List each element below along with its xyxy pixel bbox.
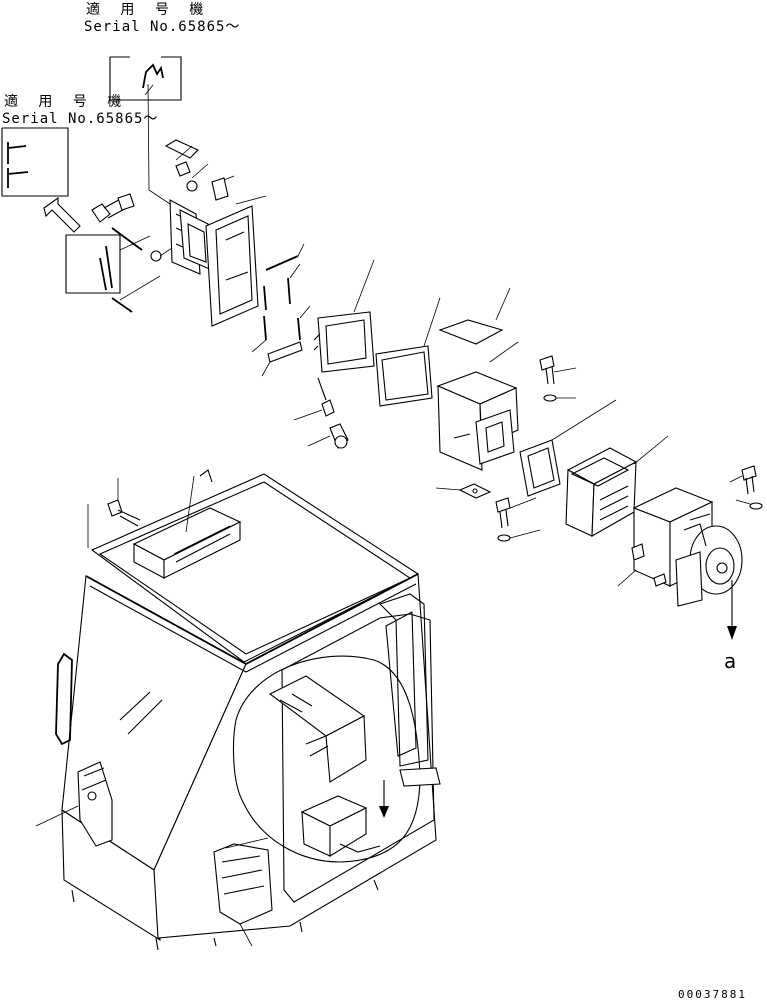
heater-core-unit <box>565 435 669 537</box>
view-ref-a-upper: a <box>724 649 737 673</box>
cab-body <box>35 469 441 951</box>
filter-element <box>375 297 441 407</box>
figure-code: 00037881 <box>678 988 747 1001</box>
bolts-mid <box>495 355 763 542</box>
gasket-part <box>519 399 617 497</box>
note-applicable-models-left: 適 用 号 機 <box>4 94 128 110</box>
note-serial-left: Serial No.65865～ <box>2 111 159 127</box>
inset-box-lower-left <box>65 227 161 313</box>
duct-assembly <box>435 287 519 499</box>
sensor-part <box>293 377 349 449</box>
note-serial-top: Serial No.65865～ <box>84 19 241 35</box>
note-applicable-models-top: 適 用 号 機 <box>86 2 210 18</box>
rod-parts <box>251 243 311 377</box>
detail-box-top <box>109 56 182 209</box>
filter-frame <box>313 259 375 373</box>
blower-motor-unit <box>617 487 743 640</box>
detail-box-left <box>1 127 69 197</box>
switch-panel-assembly <box>169 195 267 327</box>
fastener-cluster <box>91 139 235 262</box>
hollow-arrow-icon <box>43 196 81 233</box>
